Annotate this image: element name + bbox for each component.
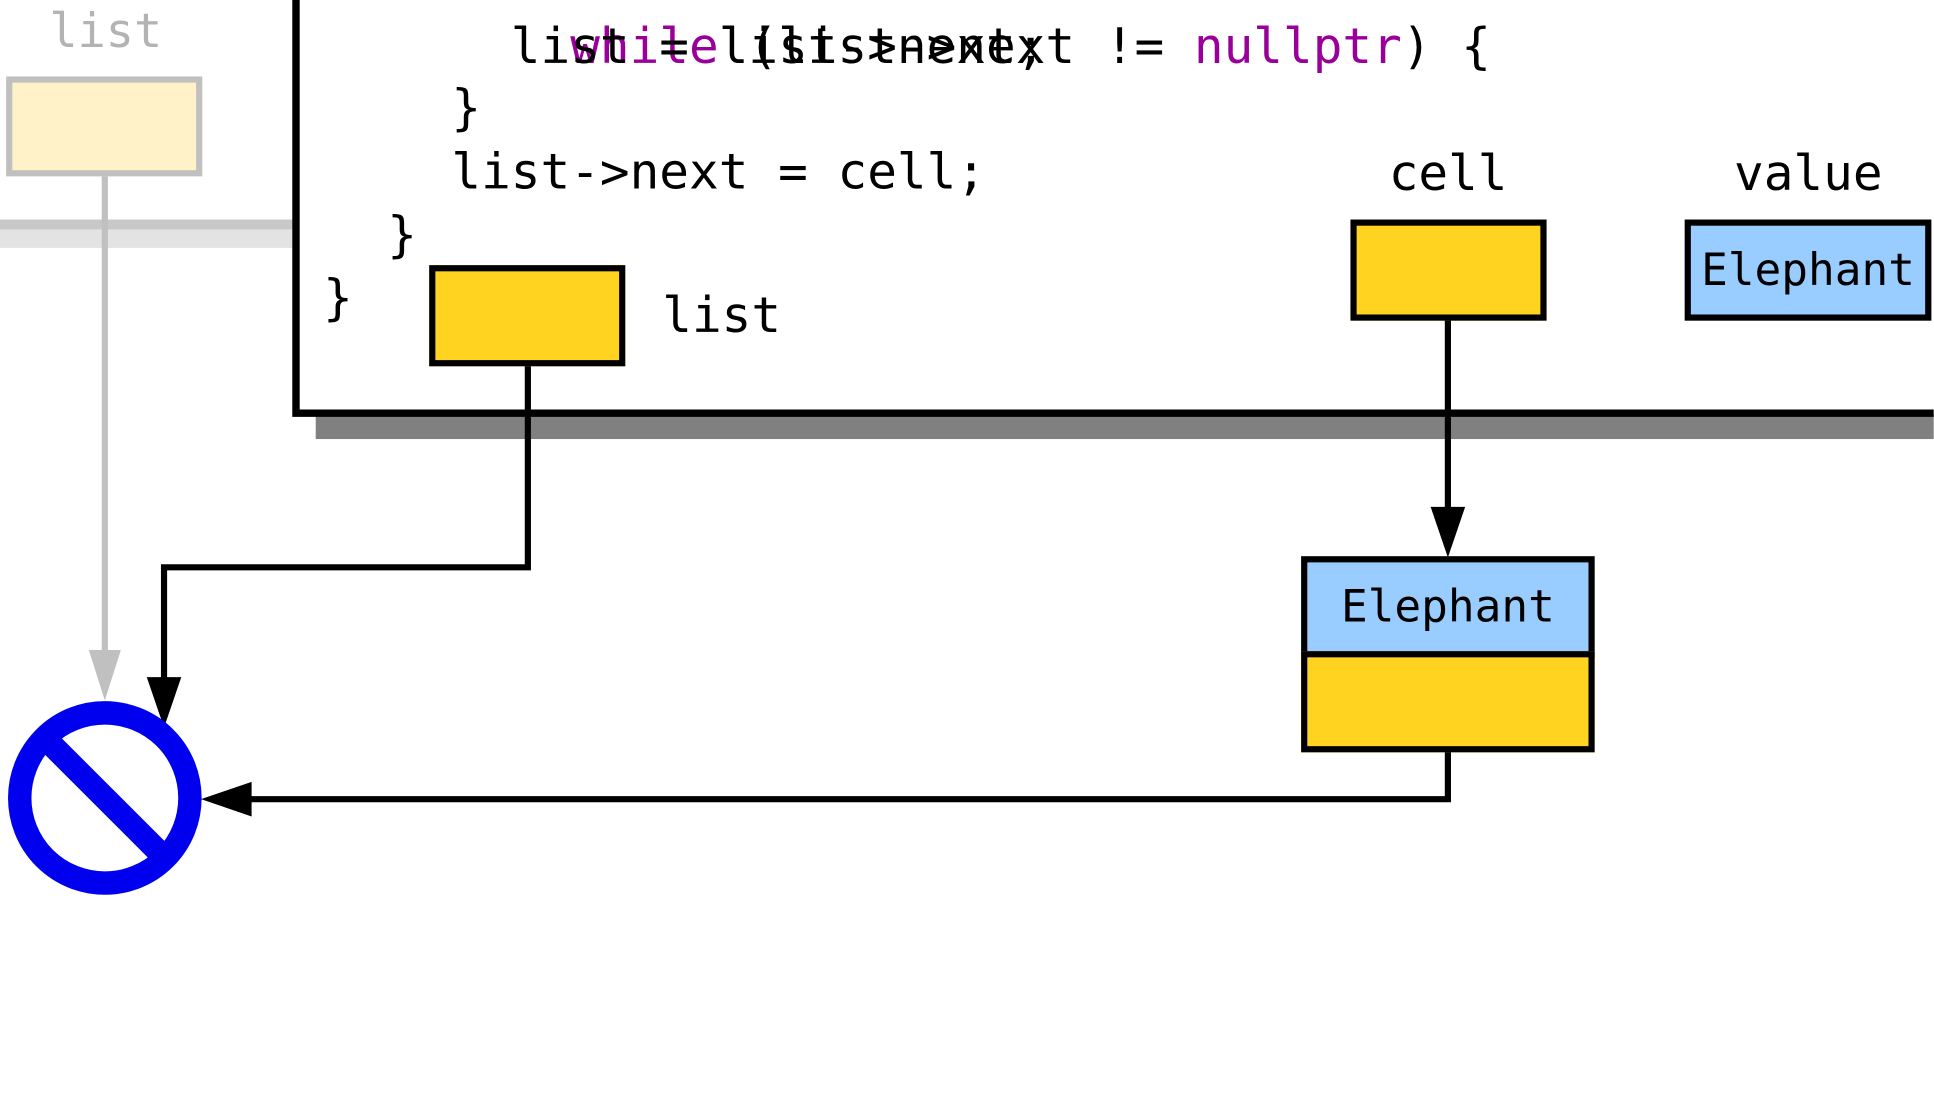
code-line-advance: list = list->next; (451, 18, 1046, 76)
faded-list-label: list (49, 3, 163, 58)
value-box: Elephant (1684, 219, 1932, 321)
frame-shadow (315, 414, 1934, 440)
faded-frame-line (0, 219, 296, 230)
cell-pointer-box (1350, 219, 1547, 321)
code-line-close-function: } (323, 270, 353, 327)
code-line-close-else: } (387, 207, 417, 264)
value-variable-label: value (1734, 145, 1883, 203)
prohibition-sign-icon (8, 701, 202, 895)
value-box-text: Elephant (1701, 244, 1915, 296)
heap-next-pointer-arrowhead (201, 781, 252, 817)
list-pointer-arrow (160, 365, 531, 683)
list-pointer-box (429, 265, 626, 367)
heap-next-pointer-arrow (246, 749, 1451, 803)
heap-cell-next-field (1301, 651, 1595, 753)
cell-variable-label: cell (1388, 145, 1508, 203)
code-line-assign-next: list->next = cell; (451, 144, 987, 202)
list-variable-label: list (662, 287, 782, 345)
faded-list-pointer-box (6, 76, 203, 177)
cell-pointer-arrowhead (1430, 506, 1466, 558)
heap-cell-value-text: Elephant (1340, 581, 1555, 633)
heap-cell-value-field: Elephant (1301, 556, 1595, 658)
code-line-close-while: } (451, 80, 482, 137)
code-line-while: while (list->next != nullptr) { (570, 18, 1491, 76)
code-keyword-while: while (570, 18, 719, 76)
faded-list-arrowhead (88, 649, 121, 701)
stack-frame-border (292, 0, 1934, 417)
list-pointer-arrowhead (146, 677, 182, 728)
diagram-graphics (0, 0, 1934, 895)
code-keyword-nullptr: nullptr (1193, 18, 1402, 76)
